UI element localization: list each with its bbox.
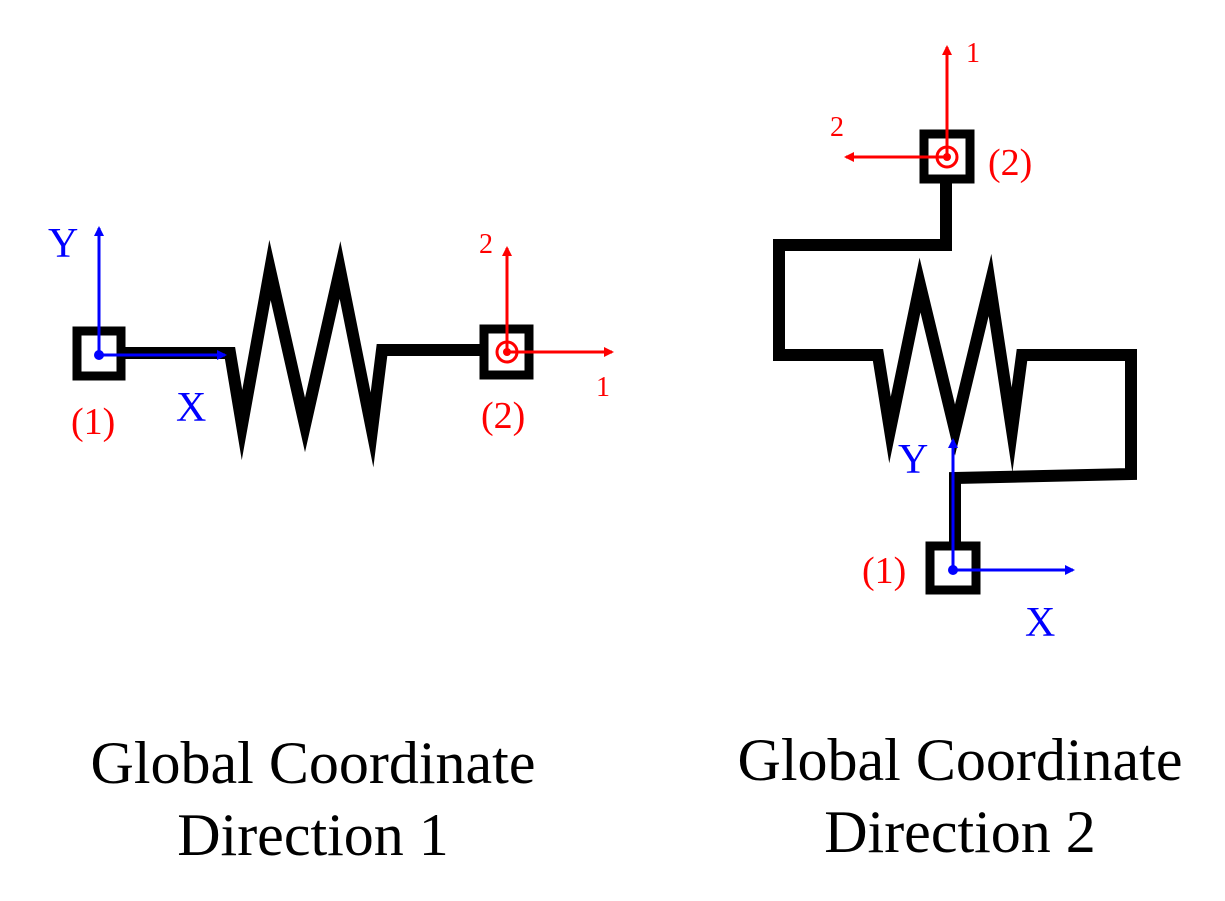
diagram-direction-2: 1 2 (2) Y (1) X Global Coordinate Direct… <box>738 38 1183 865</box>
node-2-label: (2) <box>481 395 525 437</box>
diagram-direction-1: Y X (1) (2) 2 1 Global Coordinate Direct… <box>48 221 614 868</box>
local-axis-1-label: 1 <box>596 372 610 403</box>
local-origin-dot <box>503 348 511 356</box>
caption-2-line-1: Global Coordinate <box>738 727 1183 793</box>
spring-element <box>122 239 484 468</box>
caption-1-line-1: Global Coordinate <box>91 730 536 796</box>
node-1-label: (1) <box>862 550 906 592</box>
node-2-label: (2) <box>988 142 1032 184</box>
global-origin-dot <box>948 565 958 575</box>
global-y-label: Y <box>48 221 78 267</box>
local-axis-1-label: 1 <box>966 38 980 69</box>
global-y-label: Y <box>898 437 928 483</box>
caption-2-line-2: Direction 2 <box>824 799 1096 865</box>
global-x-label: X <box>1025 600 1055 646</box>
local-origin-dot <box>943 153 951 161</box>
local-axis-2-label: 2 <box>830 112 844 143</box>
global-x-label: X <box>176 385 206 431</box>
local-axis-2-label: 2 <box>479 229 493 260</box>
local-origin-ring <box>495 340 519 364</box>
caption-1-line-2: Direction 1 <box>177 802 449 868</box>
local-origin-ring <box>935 145 959 169</box>
global-origin-dot <box>94 350 104 360</box>
spring-element <box>773 180 1137 545</box>
node-1-label: (1) <box>71 401 115 443</box>
